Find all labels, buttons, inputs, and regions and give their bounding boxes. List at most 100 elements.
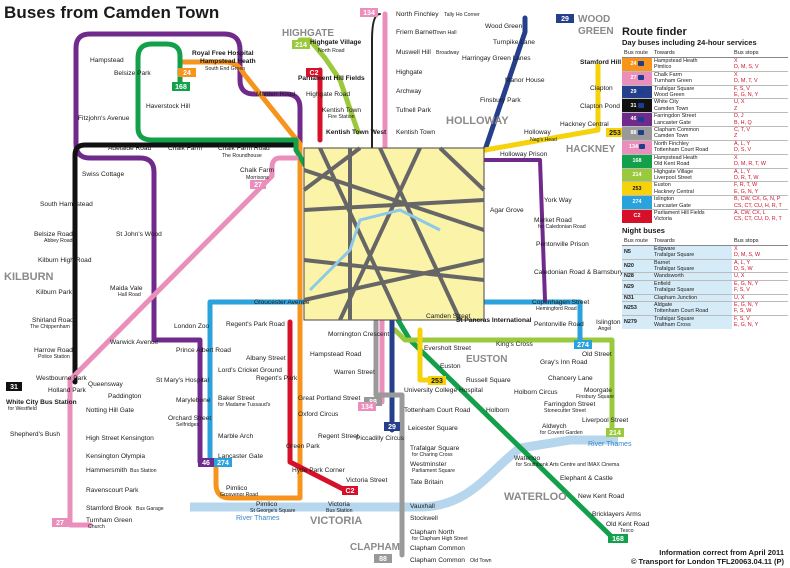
stop-maida-vale: Maida Vale <box>110 285 143 292</box>
badge-27-west: 27 <box>56 520 64 527</box>
night-buses-title: Night buses <box>622 225 665 235</box>
stop-labels: Hampstead Belsize Park Royal Free Hospit… <box>6 11 650 564</box>
route-towards: Hackney Central <box>654 188 694 195</box>
stop-grays-inn: Gray's Inn Road <box>540 359 588 366</box>
stop-highgate: Highgate <box>396 69 423 76</box>
route-label: N28 <box>624 273 634 280</box>
route-towards: Camden Town <box>654 133 689 140</box>
stop-old-kent-road: Old Kent Road <box>606 521 650 528</box>
stop-bus-station: Bus Station <box>130 468 157 474</box>
stop-st-johns-wood: St John's Wood <box>116 231 162 238</box>
route-stops: A, L, Y <box>732 258 788 266</box>
stop-hemingford: Hemingford Road <box>536 306 577 312</box>
route-46-line <box>73 31 303 465</box>
route-label: 24 <box>630 61 637 68</box>
stop-angel: Angel <box>598 326 611 332</box>
stop-harrow-road: Harrow Road <box>34 347 73 354</box>
stop-town-hall: Town Hall <box>434 30 457 36</box>
stop-agar-grove: Agar Grove <box>490 207 524 214</box>
route-towards: White City <box>652 98 732 106</box>
route-label: 168 <box>632 157 642 164</box>
stop-great-portland: Great Portland Street <box>298 395 360 402</box>
route-stops: D, M, S, V <box>734 64 759 71</box>
stop-white-city: White City Bus Station <box>6 399 77 406</box>
stop-warwick-avenue: Warwick Avenue <box>110 339 159 346</box>
route-stops: D, M, S, W <box>734 252 761 259</box>
stop-wood-green: Wood Green <box>485 23 523 30</box>
district-clapham: CLAPHAM <box>350 542 400 553</box>
nb-header-towards: Towards <box>652 236 732 246</box>
stop-green-park: Green Park <box>286 443 320 450</box>
route-stops: X <box>732 153 788 162</box>
stop-royal-free: Royal Free Hospital <box>192 50 254 57</box>
stop-regent-street: Regent Street <box>318 433 359 440</box>
route-towards: Aldgate <box>652 301 732 309</box>
route-stops: F, S, W <box>734 308 752 315</box>
night-bus-icon <box>639 144 645 150</box>
night-bus-icon <box>637 102 644 108</box>
stop-old-street: Old Street <box>582 351 612 358</box>
route-number: N5 <box>622 244 652 260</box>
stop-elephant: Elephant & Castle <box>560 475 613 482</box>
stop-parliament-square: Parliament Square <box>412 468 455 474</box>
route-towards: Trafalgar Square <box>652 314 732 323</box>
route-number: N253 <box>622 301 652 316</box>
route-towards: Trafalgar Square <box>652 287 732 295</box>
route-label: 88 <box>630 130 637 137</box>
route-number: 88 <box>622 126 652 141</box>
stop-turnpike-lane: Turnpike Lane <box>493 39 535 46</box>
stop-selfridges: Selfridges <box>176 422 199 428</box>
route-stops: Z <box>734 105 738 112</box>
stop-westminster: Westminster <box>410 461 447 468</box>
route-towards: Parliament Hill Fields <box>652 208 732 217</box>
stop-malden: Malden Road <box>256 91 296 98</box>
badge-29: 29 <box>561 16 569 23</box>
stop-oxford-circus: Oxford Circus <box>298 411 339 418</box>
stop-bricklayers: Bricklayers Arms <box>592 511 642 518</box>
night-bus-icon <box>637 61 644 67</box>
route-number: N279 <box>622 314 652 329</box>
stop-adelaide-road: Adelaide Road <box>108 145 152 152</box>
stop-tate-britain: Tate Britain <box>410 479 443 486</box>
route-label: N20 <box>624 262 634 269</box>
stop-queensway: Queensway <box>88 381 124 388</box>
stop-new-kent-road: New Kent Road <box>578 493 625 500</box>
route-number: 253 <box>622 181 652 196</box>
district-kilburn: KILBURN <box>4 271 54 283</box>
route-stops: D, M, T, V <box>734 78 758 85</box>
route-towards: Lancaster Gate <box>654 202 691 209</box>
stop-trafalgar: Trafalgar Square <box>410 445 460 452</box>
route-stops: X <box>732 70 788 79</box>
district-highgate: HIGHGATE <box>282 28 334 39</box>
route-stops: D, R, T, W <box>734 174 759 181</box>
night-bus-icon <box>637 88 644 94</box>
night-bus-icon <box>637 75 644 81</box>
route-stops: A, L, Y <box>732 139 788 148</box>
route-towards: Trafalgar Square <box>652 252 732 260</box>
route-label: 214 <box>632 171 642 178</box>
route-stops: CS, CT, CU, D, R, T <box>734 216 782 223</box>
map-title: Buses from Camden Town <box>4 3 220 22</box>
route-number: N29 <box>622 279 652 295</box>
stop-high-st-kensington: High Street Kensington <box>86 435 154 442</box>
route-badges: 29 24 168 214 C2 134 27 253 31 88 46 274… <box>6 8 628 563</box>
stop-police-station: Police Station <box>38 354 70 360</box>
rf-header-stops: Bus stops <box>732 49 788 58</box>
stop-caledonian: Caledonian Road & Barnsbury <box>534 269 624 276</box>
stop-north-road: North Road <box>318 48 345 54</box>
stop-morrisons: Morrisons <box>246 175 269 181</box>
badge-46: 46 <box>202 460 210 467</box>
stop-highgate-village: Highgate Village <box>310 39 362 46</box>
stop-lords: Lord's Cricket Ground <box>218 367 282 374</box>
route-number: 274 <box>622 195 652 210</box>
